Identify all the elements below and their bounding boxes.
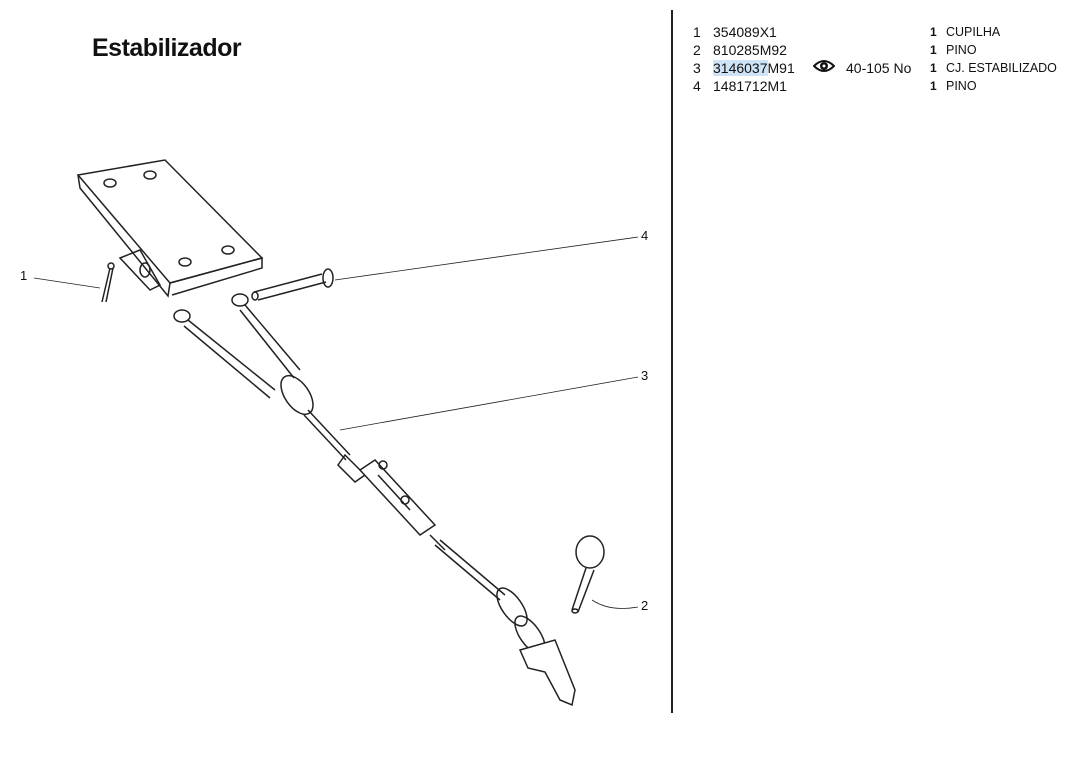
part-number: 1481712M1	[713, 78, 787, 94]
item-number: 4	[693, 78, 701, 94]
eye-icon[interactable]	[812, 58, 836, 78]
callout-2: 2	[641, 598, 649, 613]
description: CJ. ESTABILIZADO	[946, 61, 1057, 75]
callout-4: 4	[641, 228, 649, 243]
quantity: 1	[930, 25, 937, 39]
cotter-pin-part-1	[101, 262, 115, 303]
description: CUPILHA	[946, 25, 1001, 39]
exploded-diagram	[33, 159, 639, 707]
pin-part-2	[571, 535, 605, 614]
stabilizer-assembly-part-3	[173, 293, 576, 707]
part-row[interactable]: 1 354089X1 1 CUPILHA	[693, 23, 1083, 41]
item-number: 2	[693, 42, 701, 58]
callout-3: 3	[641, 368, 649, 383]
quantity: 1	[930, 79, 937, 93]
search-highlight: 3146037	[713, 60, 768, 76]
part-row[interactable]: 4 1481712M1 1 PINO	[693, 77, 1083, 95]
description: PINO	[946, 79, 977, 93]
pin-part-4	[251, 268, 334, 301]
item-number: 3	[693, 60, 701, 76]
parts-list: 1 354089X1 1 CUPILHA 2 810285M92 1 PINO …	[693, 23, 1083, 95]
page-title: Estabilizador	[92, 34, 242, 62]
part-row[interactable]: 2 810285M92 1 PINO	[693, 41, 1083, 59]
callout-1: 1	[20, 268, 28, 283]
part-number: 810285M92	[713, 42, 787, 58]
part-row[interactable]: 3 3146037M91 40-105 No 1 CJ. ESTABILIZAD…	[693, 59, 1083, 77]
part-number: 3146037M91	[713, 60, 795, 76]
quantity: 1	[930, 61, 937, 75]
leader-lines	[33, 236, 639, 609]
quantity: 1	[930, 43, 937, 57]
divider	[671, 10, 673, 713]
serial-range: 40-105 No	[846, 60, 912, 76]
item-number: 1	[693, 24, 701, 40]
description: PINO	[946, 43, 977, 57]
mounting-plate	[76, 159, 264, 298]
part-number: 354089X1	[713, 24, 777, 40]
